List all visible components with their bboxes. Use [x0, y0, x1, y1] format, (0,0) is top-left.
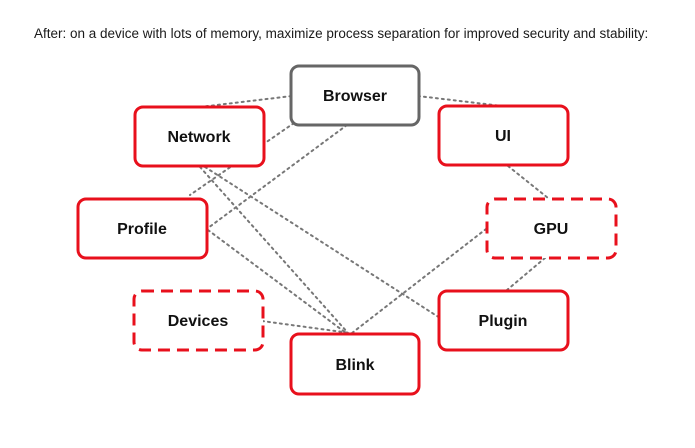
node-network-label: Network	[167, 129, 230, 146]
node-ui: UI	[437, 104, 570, 167]
connector-profile-blink	[207, 229, 347, 334]
node-profile-label: Profile	[117, 221, 167, 238]
connector-network-blink	[199, 166, 349, 334]
node-plugin-label: Plugin	[479, 313, 528, 330]
node-browser-label: Browser	[323, 88, 387, 105]
connector-devices-blink	[261, 320, 351, 334]
node-blink: Blink	[289, 332, 421, 396]
connector-ui-gpu	[507, 165, 549, 199]
node-plugin: Plugin	[437, 289, 570, 352]
diagram-caption: After: on a device with lots of memory, …	[34, 26, 649, 41]
node-ui-label: UI	[495, 128, 511, 145]
node-devices: Devices	[132, 289, 265, 352]
connector-browser-ui	[417, 95, 503, 107]
node-gpu: GPU	[485, 197, 618, 260]
node-devices-label: Devices	[168, 313, 229, 330]
connector-browser-network	[199, 95, 293, 108]
node-network: Network	[133, 105, 266, 168]
node-gpu-label: GPU	[534, 221, 569, 238]
connectors	[189, 95, 549, 334]
connector-browser-profile	[207, 124, 348, 229]
connector-network-plugin	[204, 166, 441, 319]
node-blink-label: Blink	[335, 357, 374, 374]
connector-gpu-plugin	[506, 257, 546, 291]
connector-gpu-blink	[351, 228, 487, 334]
node-browser: Browser	[289, 64, 421, 127]
node-profile: Profile	[76, 197, 209, 260]
